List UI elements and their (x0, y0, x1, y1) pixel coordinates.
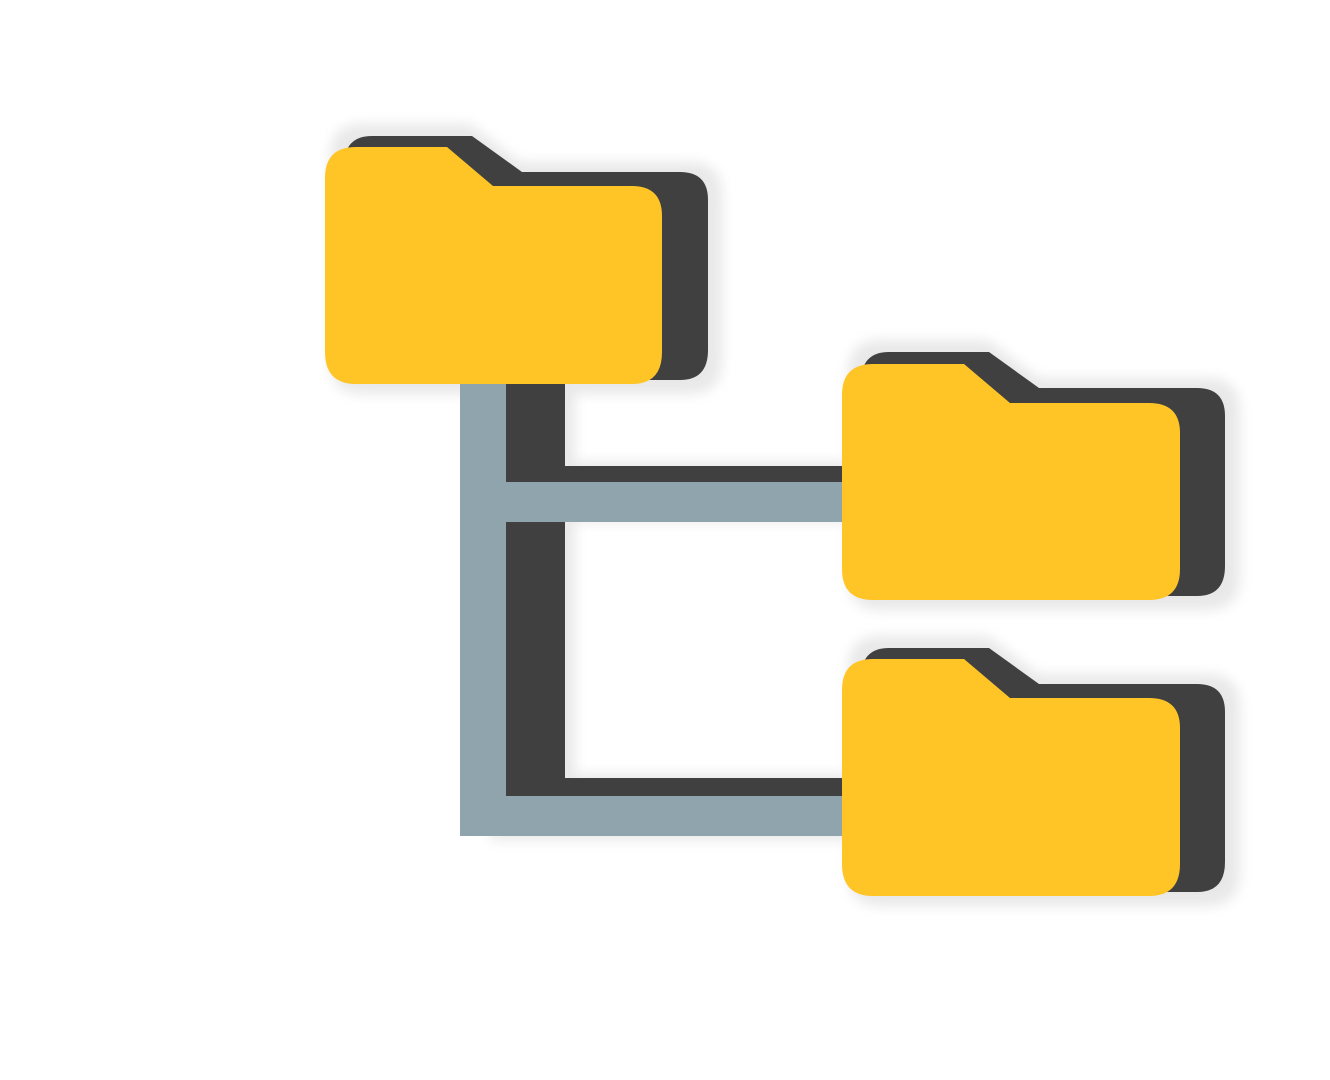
connector-shadow (505, 384, 850, 826)
connector-vertical (460, 370, 506, 836)
connector-branch-1 (460, 482, 860, 522)
folders (325, 147, 1180, 896)
folder-child-2-icon (842, 659, 1180, 896)
connector-branch-2 (460, 796, 860, 836)
folder-parent-icon (325, 147, 662, 384)
folder-child-1-icon (842, 364, 1180, 600)
connector-lines (460, 370, 860, 836)
